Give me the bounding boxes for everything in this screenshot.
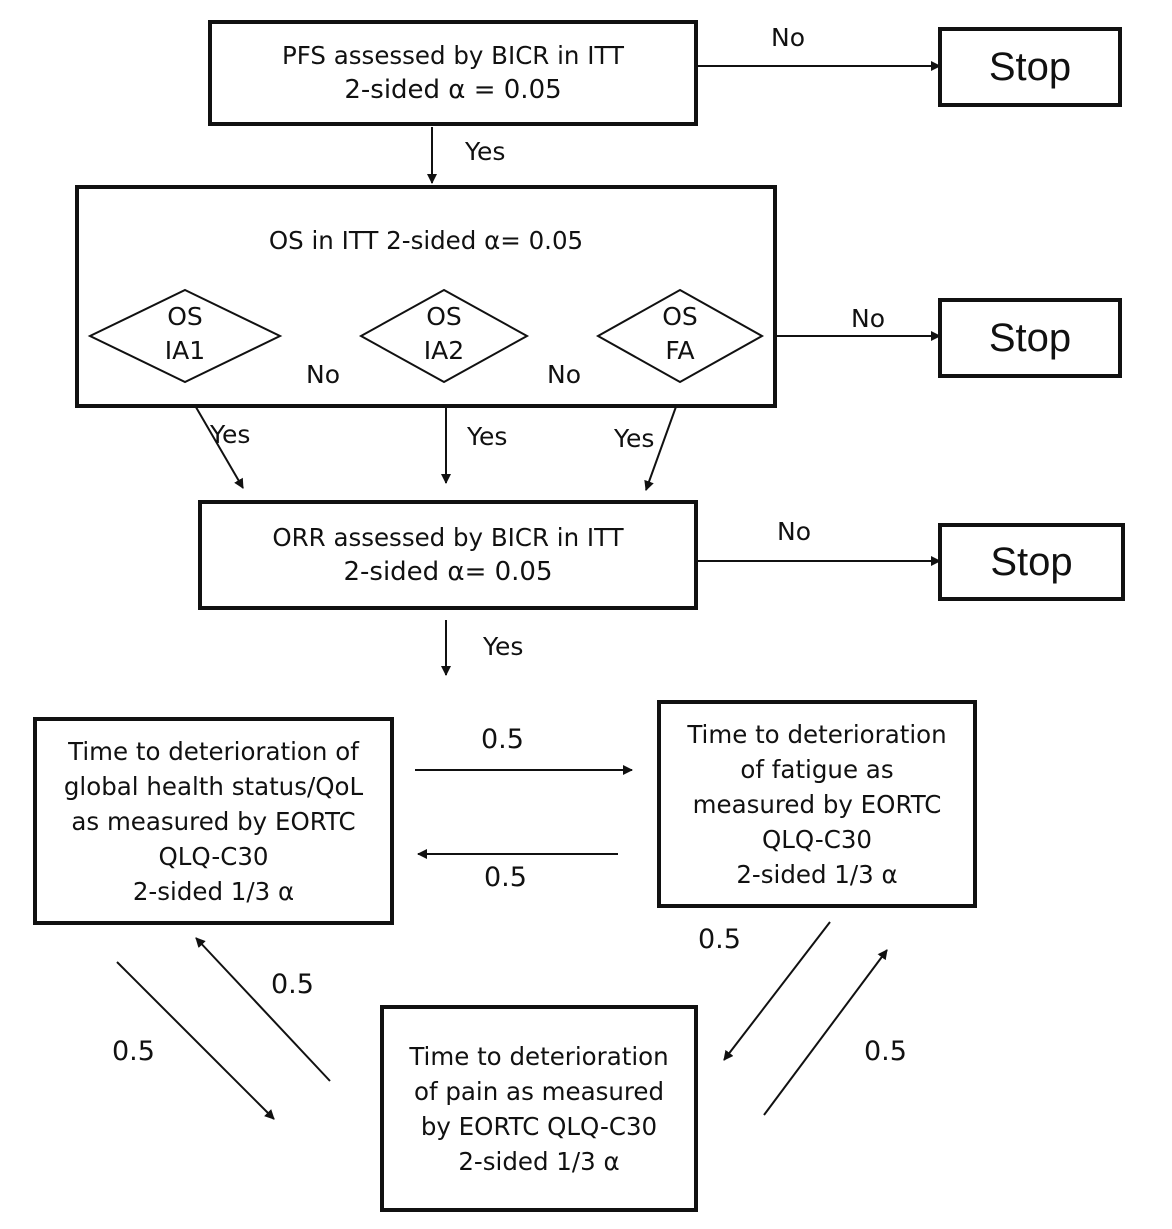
fatigue-line4: QLQ-C30 (761, 824, 873, 854)
ia1-line1: OS (167, 302, 203, 331)
stop-box-3: Stop (938, 523, 1125, 601)
pfs-box: PFS assessed by BICR in ITT 2-sided α = … (208, 20, 698, 126)
yes-label-pfs: Yes (465, 137, 506, 166)
ghs-line1: Time to deterioration of (68, 736, 359, 766)
ia1-line2: IA1 (164, 336, 206, 365)
fatigue-box: Time to deterioration of fatigue as meas… (657, 700, 977, 908)
ia2-text: OS IA2 (404, 300, 484, 368)
arrow-ghs-to-pain (116, 961, 275, 1120)
weight-ghs-to-pain: 0.5 (112, 1036, 155, 1067)
stop-box-1: Stop (938, 27, 1122, 107)
weight-fatigue-to-pain: 0.5 (698, 924, 741, 955)
no-label-ia2: No (547, 360, 581, 389)
stop-label-3: Stop (990, 539, 1073, 584)
arrow-pain-to-fatigue (763, 949, 888, 1116)
yes-label-ia1: Yes (210, 420, 251, 449)
no-label-pfs: No (771, 23, 805, 52)
pain-line3: by EORTC QLQ-C30 (420, 1111, 658, 1141)
os-box: OS in ITT 2-sided α= 0.05 (75, 185, 777, 408)
os-title: OS in ITT 2-sided α= 0.05 (268, 226, 584, 255)
fatigue-line1: Time to deterioration (687, 719, 947, 749)
pain-line2: of pain as measured (413, 1076, 665, 1106)
pain-line1: Time to deterioration (409, 1041, 669, 1071)
pfs-line1: PFS assessed by BICR in ITT (282, 41, 624, 70)
orr-line2: 2-sided α= 0.05 (343, 557, 553, 587)
weight-pain-to-ghs: 0.5 (271, 969, 314, 1000)
fatigue-line2: of fatigue as (740, 754, 894, 784)
pain-line4: 2-sided 1/3 α (458, 1146, 620, 1176)
orr-line1: ORR assessed by BICR in ITT (272, 523, 624, 552)
arrow-fatigue-to-pain (723, 921, 831, 1061)
ia1-text: OS IA1 (145, 300, 225, 368)
ghs-line5: 2-sided 1/3 α (132, 876, 295, 906)
yes-label-ia2: Yes (467, 422, 508, 451)
weight-pain-to-fatigue: 0.5 (864, 1036, 907, 1067)
pain-box: Time to deterioration of pain as measure… (380, 1005, 698, 1212)
fatigue-line3: measured by EORTC (692, 789, 942, 819)
fa-line1: OS (662, 302, 698, 331)
weight-fatigue-to-ghs: 0.5 (484, 862, 527, 893)
yes-label-fa: Yes (614, 424, 655, 453)
no-label-orr: No (777, 517, 811, 546)
ghs-line4: QLQ-C30 (158, 841, 269, 871)
arrow-pain-to-ghs (195, 937, 331, 1082)
yes-label-orr: Yes (483, 632, 524, 661)
stop-label-2: Stop (988, 315, 1072, 360)
stop-box-2: Stop (938, 298, 1122, 378)
ghs-line3: as measured by EORTC (71, 806, 356, 836)
fa-line2: FA (665, 336, 695, 365)
ia2-line2: IA2 (423, 336, 465, 365)
stop-label-1: Stop (988, 44, 1072, 89)
pfs-line2: 2-sided α = 0.05 (344, 75, 562, 105)
orr-box: ORR assessed by BICR in ITT 2-sided α= 0… (198, 500, 698, 610)
ghs-line2: global health status/QoL (63, 771, 364, 801)
fatigue-line5: 2-sided 1/3 α (736, 859, 898, 889)
no-label-fa: No (851, 304, 885, 333)
no-label-ia1: No (306, 360, 340, 389)
fa-text: OS FA (640, 300, 720, 368)
weight-ghs-to-fatigue: 0.5 (481, 724, 524, 755)
ia2-line1: OS (426, 302, 462, 331)
ghs-box: Time to deterioration of global health s… (33, 717, 394, 925)
